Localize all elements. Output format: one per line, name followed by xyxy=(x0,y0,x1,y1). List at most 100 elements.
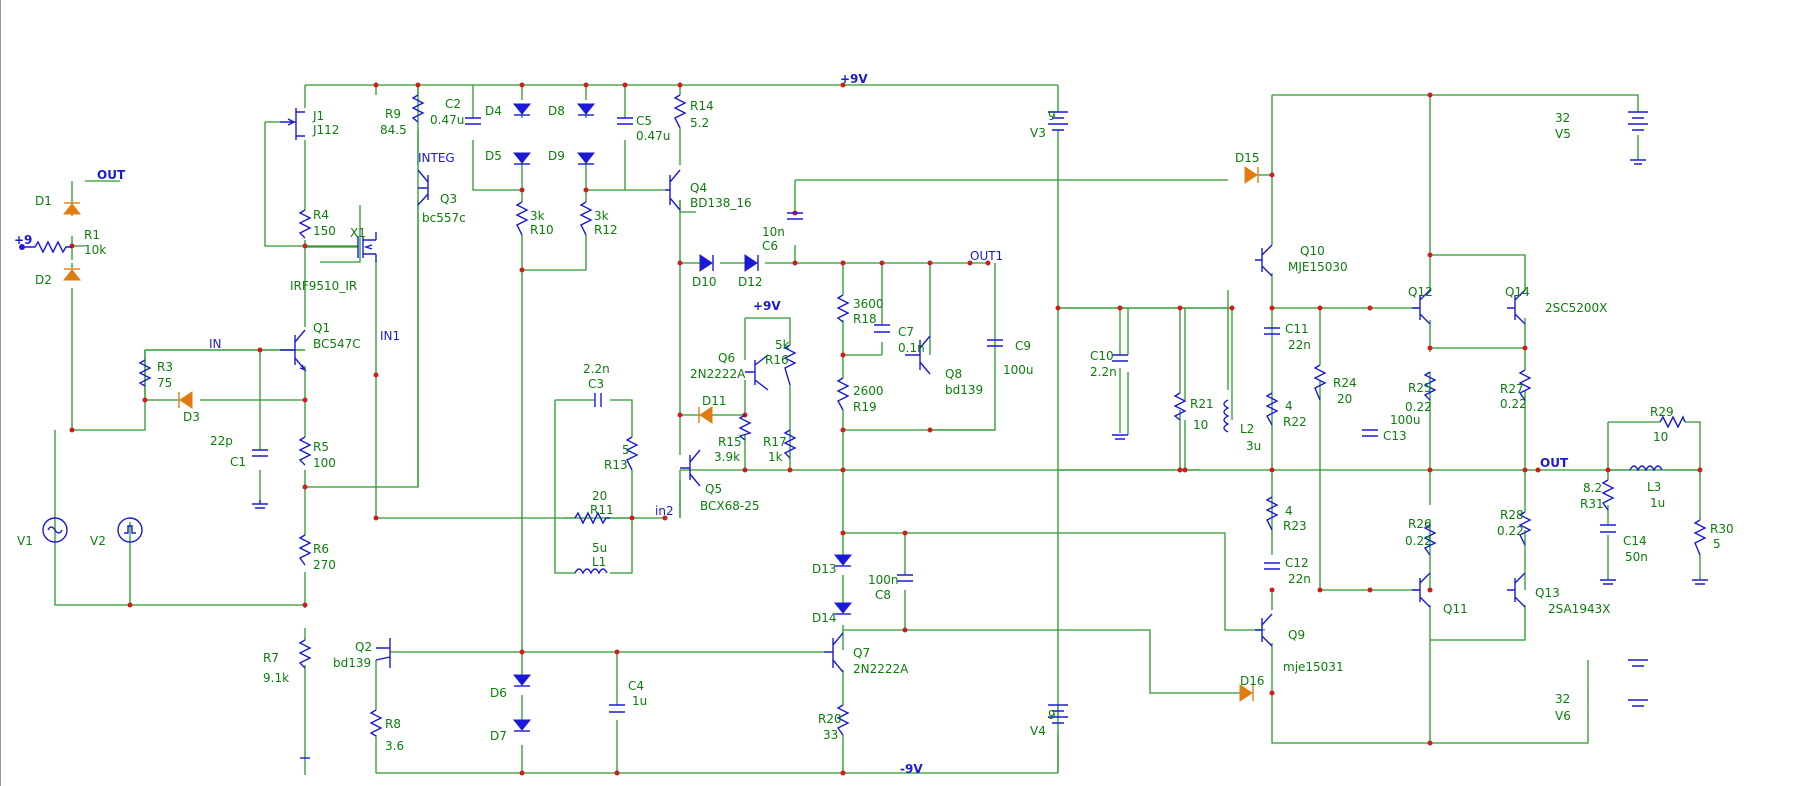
C8-capacitor-symbol xyxy=(897,574,913,582)
R3-resistor-symbol xyxy=(138,359,152,387)
value-R28: 0.22 xyxy=(1497,524,1524,538)
label-C12: C12 xyxy=(1285,556,1309,570)
label-D9: D9 xyxy=(548,149,565,163)
D13-diode-symbol xyxy=(833,554,853,567)
label-C10: C10 xyxy=(1090,349,1114,363)
value-V6: 32 xyxy=(1555,692,1570,706)
R16-resistor-symbol xyxy=(783,344,797,386)
net-integ: INTEG xyxy=(418,151,455,165)
value-R23: 4 xyxy=(1285,504,1293,518)
value-R31: 8.2 xyxy=(1583,481,1602,495)
R27-resistor-symbol xyxy=(1518,369,1532,401)
value-R8: 3.6 xyxy=(385,739,404,753)
value-Q1: BC547C xyxy=(313,337,361,351)
Q10-transistor-symbol xyxy=(1255,244,1273,277)
label-Q4: Q4 xyxy=(690,181,707,195)
R24-resistor-symbol xyxy=(1313,364,1327,401)
value-R1: 10k xyxy=(84,243,106,257)
C7-capacitor-symbol xyxy=(874,324,890,333)
value-L2: 3u xyxy=(1246,439,1261,453)
component-symbols xyxy=(19,94,1708,759)
label-R15: R15 xyxy=(718,435,742,449)
label-C6: C6 xyxy=(762,239,778,253)
label-R1: R1 xyxy=(84,228,100,242)
Q11-transistor-symbol xyxy=(1412,572,1431,608)
value-R27: 0.22 xyxy=(1500,397,1527,411)
D10-diode-symbol xyxy=(699,254,714,272)
value-R11: 20 xyxy=(592,489,607,503)
R15-resistor-symbol xyxy=(738,414,752,441)
net-out-main: OUT xyxy=(1540,456,1569,470)
Q3-transistor-symbol xyxy=(417,169,429,206)
Q7-transistor-symbol xyxy=(824,632,844,673)
value-R17: 1k xyxy=(768,450,783,464)
value-C3: 2.2n xyxy=(583,362,610,376)
value-R12: 3k xyxy=(594,209,609,223)
C13-capacitor-symbol xyxy=(1362,429,1378,437)
C1-capacitor-symbol xyxy=(252,449,268,509)
value-C11: 22n xyxy=(1288,338,1311,352)
label-D3: D3 xyxy=(183,410,200,424)
label-R9: R9 xyxy=(385,107,401,121)
value-R20: 33 xyxy=(823,728,838,742)
value-V5: 32 xyxy=(1555,111,1570,125)
label-L1: L1 xyxy=(592,555,606,569)
label-Q6: Q6 xyxy=(718,351,735,365)
C4-capacitor-symbol xyxy=(609,704,625,713)
label-D16: D16 xyxy=(1240,674,1265,688)
label-R29: R29 xyxy=(1650,405,1674,419)
label-D12: D12 xyxy=(738,275,763,289)
R7-resistor-symbol xyxy=(298,639,312,669)
label-D13: D13 xyxy=(812,562,837,576)
label-L2: L2 xyxy=(1240,422,1254,436)
L3-inductor-symbol xyxy=(1629,465,1663,472)
Q6-transistor-symbol xyxy=(745,354,769,391)
label-R17: R17 xyxy=(763,435,787,449)
value-R15: 3.9k xyxy=(714,450,740,464)
label-C1: C1 xyxy=(230,455,246,469)
J1-jfet-symbol xyxy=(280,108,305,140)
value-Q9: mje15031 xyxy=(1283,660,1344,674)
label-C2: C2 xyxy=(445,97,461,111)
label-R16: R16 xyxy=(765,353,789,367)
V6-battery-symbol xyxy=(1628,659,1648,707)
label-R28: R28 xyxy=(1500,508,1524,522)
R1-resistor-symbol xyxy=(25,240,72,254)
value-R30: 5 xyxy=(1713,537,1721,551)
label-D11: D11 xyxy=(702,394,727,408)
R13-resistor-symbol xyxy=(625,436,639,471)
value-C4: 1u xyxy=(632,694,647,708)
value-R10: 3k xyxy=(530,209,545,223)
label-R14: R14 xyxy=(690,99,714,113)
D7-diode-symbol xyxy=(512,719,532,732)
label-Q9: Q9 xyxy=(1288,628,1305,642)
Q2-transistor-symbol xyxy=(375,638,391,668)
V1-source-symbol xyxy=(42,517,68,543)
label-D6: D6 xyxy=(490,686,507,700)
label-V3: V3 xyxy=(1030,126,1046,140)
value-C12: 22n xyxy=(1288,572,1311,586)
label-R30: R30 xyxy=(1710,522,1734,536)
value-R16: 5k xyxy=(775,338,790,352)
value-R24: 20 xyxy=(1337,392,1352,406)
Q9-transistor-symbol xyxy=(1255,613,1273,647)
label-V2: V2 xyxy=(90,534,106,548)
value-C8: 100n xyxy=(868,573,899,587)
label-R10: R10 xyxy=(530,223,554,237)
label-R21: R21 xyxy=(1190,397,1214,411)
label-R5: R5 xyxy=(313,440,329,454)
label-R3: R3 xyxy=(157,360,173,374)
label-V6: V6 xyxy=(1555,709,1571,723)
label-R6: R6 xyxy=(313,542,329,556)
value-C7: 0.1n xyxy=(898,341,925,355)
value-C10: 2.2n xyxy=(1090,365,1117,379)
label-R8: R8 xyxy=(385,717,401,731)
net-out1: OUT1 xyxy=(970,249,1003,263)
value-Q2: bd139 xyxy=(333,656,371,670)
label-Q3: Q3 xyxy=(440,192,457,206)
label-Q13: Q13 xyxy=(1535,586,1560,600)
value-R7: 9.1k xyxy=(263,671,289,685)
Q1-transistor-symbol xyxy=(280,329,307,372)
window-edge xyxy=(0,0,1,786)
